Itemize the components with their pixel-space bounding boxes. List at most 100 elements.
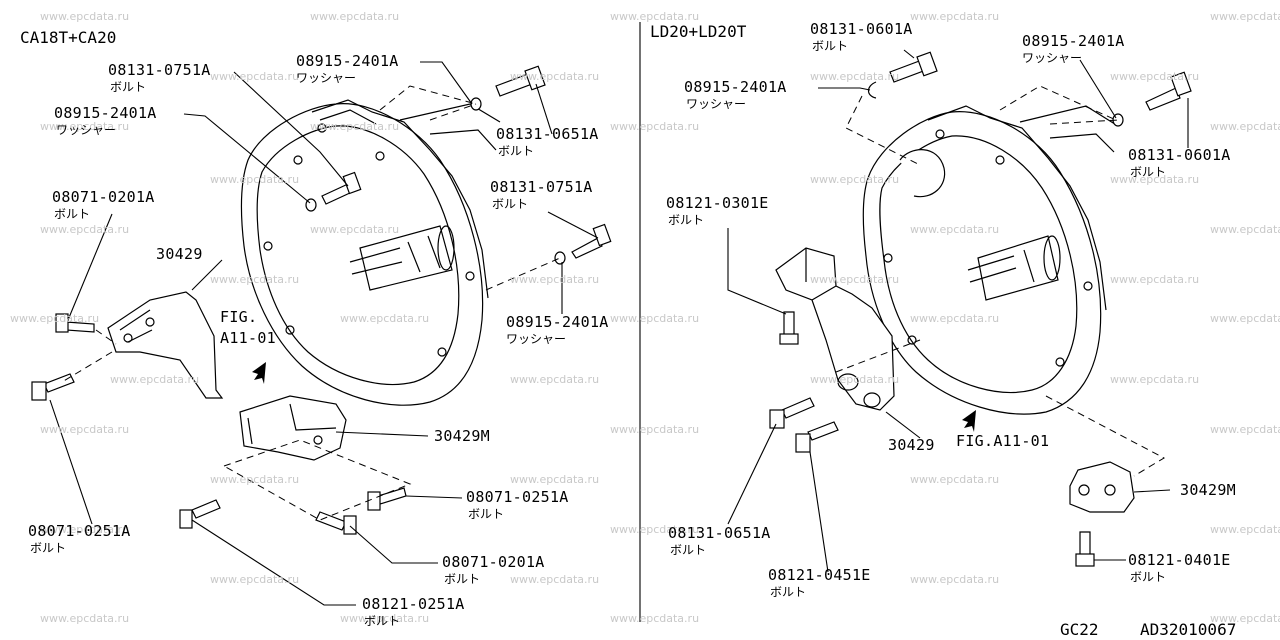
left-bolt-lower (31, 373, 75, 401)
watermark: www.epcdata.ru (210, 473, 300, 486)
left-bolt-right (554, 223, 612, 265)
callout-part-name: ボルト (668, 213, 705, 227)
callout-part-number: 30429 (156, 245, 203, 263)
watermark: www.epcdata.ru (510, 70, 600, 83)
callout-part-name: ワッシャー (56, 123, 117, 137)
watermark: www.epcdata.ru (810, 373, 900, 386)
callout-part-name: ボルト (1130, 165, 1167, 179)
watermark: www.epcdata.ru (210, 70, 300, 83)
left-fig-arrow (252, 362, 266, 384)
watermark: www.epcdata.ru (610, 423, 700, 436)
watermark: www.epcdata.ru (910, 312, 1000, 325)
callout-part-number: 08131-0601A (810, 20, 913, 38)
watermark: www.epcdata.ru (510, 373, 600, 386)
callout-part-number: 08131-0751A (108, 61, 211, 79)
watermark: www.epcdata.ru (40, 10, 130, 23)
callout-part-number: 30429M (1180, 481, 1236, 499)
left-panel-title: CA18T+CA20 (20, 28, 117, 47)
watermark: www.epcdata.ru (1210, 312, 1280, 325)
callout-part-name: ボルト (30, 541, 67, 555)
left-bolt-bottom-1 (367, 487, 407, 511)
callout-part-number: 08915-2401A (296, 52, 399, 70)
right-leader-lines (727, 49, 1189, 573)
callout-part-number: 08071-0251A (28, 522, 131, 540)
watermark: www.epcdata.ru (510, 273, 600, 286)
watermark: www.epcdata.ru (610, 10, 700, 23)
watermark: www.epcdata.ru (1210, 423, 1280, 436)
left-leader-lines (49, 61, 599, 606)
right-bracket-30429 (775, 247, 895, 411)
callout-part-name: ボルト (468, 507, 505, 521)
callout-part-name: ワッシャー (506, 332, 567, 346)
callout-part-name: ボルト (770, 585, 807, 599)
callout-part-name: ボルト (444, 572, 481, 586)
callout-part-number: 08121-0451E (768, 566, 871, 584)
callout-part-number: 30429M (434, 427, 490, 445)
callout-part-name: ボルト (54, 207, 91, 221)
right-assembly-lines (835, 85, 1166, 477)
left-clutch-housing (240, 99, 501, 406)
callout-part-number: 08915-2401A (54, 104, 157, 122)
right-bolt-bracket (779, 311, 799, 345)
watermark: www.epcdata.ru (510, 473, 600, 486)
fig-ref: FIG.A11-01 (956, 432, 1050, 450)
right-panel-title: LD20+LD20T (650, 22, 747, 41)
callout-part-name: ワッシャー (686, 97, 747, 111)
watermark: www.epcdata.ru (40, 223, 130, 236)
right-bolt-lower-2 (795, 421, 839, 453)
callout-part-number: 08121-0301E (666, 194, 769, 212)
fig-ref-line2: A11-01 (220, 329, 276, 347)
callout-part-number: 08915-2401A (506, 313, 609, 331)
left-mount-30429M (239, 395, 347, 461)
watermark: www.epcdata.ru (40, 523, 130, 536)
callout-part-number: 08071-0251A (466, 488, 569, 506)
callout-part-number: 08131-0751A (490, 178, 593, 196)
watermark: www.epcdata.ru (210, 173, 300, 186)
callout-part-name: ボルト (364, 614, 401, 628)
right-bolt-bottom (1075, 531, 1095, 567)
watermark: www.epcdata.ru (10, 312, 100, 325)
callout-part-number: 08121-0401E (1128, 551, 1231, 569)
watermark: www.epcdata.ru (40, 423, 130, 436)
callout-part-name: ボルト (1130, 570, 1167, 584)
fig-ref-line1: FIG. (220, 308, 258, 326)
callout-part-name: ボルト (492, 197, 529, 211)
watermark: www.epcdata.ru (610, 120, 700, 133)
left-assembly-lines (61, 85, 561, 521)
left-bolt-bracket (55, 313, 95, 333)
watermark: www.epcdata.ru (1210, 10, 1280, 23)
watermark: www.epcdata.ru (1110, 373, 1200, 386)
callout-part-name: ワッシャー (1022, 51, 1083, 65)
callout-part-number: 08071-0201A (52, 188, 155, 206)
callout-part-number: 08915-2401A (1022, 32, 1125, 50)
right-clutch-housing (862, 105, 1119, 415)
left-bolt-mid (305, 171, 362, 212)
watermark: www.epcdata.ru (1210, 612, 1280, 625)
callout-part-number: 30429 (888, 436, 935, 454)
callout-part-number: 08131-0601A (1128, 146, 1231, 164)
watermark: www.epcdata.ru (610, 312, 700, 325)
watermark: www.epcdata.ru (1110, 173, 1200, 186)
callout-part-number: 08121-0251A (362, 595, 465, 613)
left-bolt-bottom-2 (315, 511, 357, 535)
right-bolt-lower-1 (769, 397, 815, 429)
callout-part-name: ボルト (670, 543, 707, 557)
watermark: www.epcdata.ru (1210, 223, 1280, 236)
callout-part-name: ボルト (812, 39, 849, 53)
watermark: www.epcdata.ru (340, 312, 430, 325)
footer-code: GC22 (1060, 620, 1099, 639)
callout-part-number: 08131-0651A (496, 125, 599, 143)
watermark: www.epcdata.ru (1210, 120, 1280, 133)
right-mount-30429M (1069, 461, 1135, 513)
watermark: www.epcdata.ru (210, 273, 300, 286)
right-fig-arrow (962, 410, 976, 432)
watermark: www.epcdata.ru (910, 10, 1000, 23)
callout-part-name: ボルト (498, 144, 535, 158)
left-bolt-top (470, 65, 546, 111)
watermark: www.epcdata.ru (810, 173, 900, 186)
callout-part-number: 08071-0201A (442, 553, 545, 571)
drawing-number: AD32010067 (1140, 620, 1237, 639)
callout-part-name: ワッシャー (296, 71, 357, 85)
callout-part-number: 08915-2401A (684, 78, 787, 96)
